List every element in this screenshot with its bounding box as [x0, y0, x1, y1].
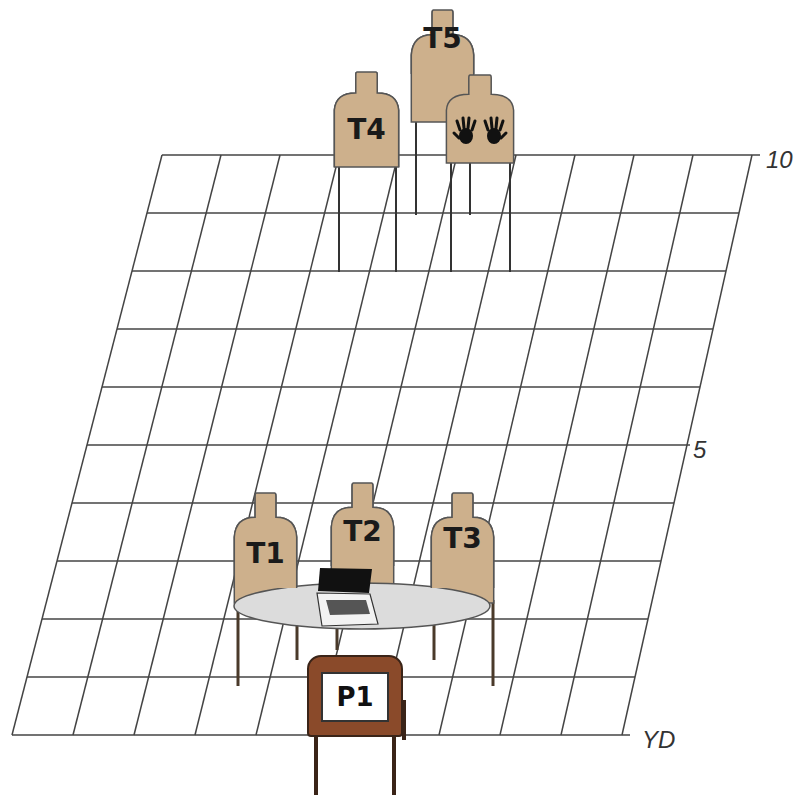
- target-box: T1: [233, 493, 298, 588]
- yard-grid: [12, 155, 760, 735]
- no-shoot-target: [446, 75, 513, 163]
- target-box: T2: [330, 483, 395, 566]
- yard-marker: YD: [642, 728, 675, 752]
- hands-symbol: [454, 118, 506, 144]
- target-label: T5: [410, 25, 475, 53]
- target-box: T4: [333, 72, 400, 167]
- target-box: T3: [430, 493, 495, 588]
- laptop-screen: [318, 568, 372, 593]
- target-label: T3: [430, 525, 495, 553]
- chair-label-box: P1: [321, 672, 389, 722]
- yard-marker: 10: [766, 148, 793, 172]
- laptop-base: [317, 593, 378, 626]
- position-label: P1: [336, 684, 373, 710]
- laptop-keyboard: [326, 600, 370, 615]
- target-box: T5: [410, 10, 475, 74]
- target-label: T1: [233, 540, 298, 568]
- target-label: T2: [330, 518, 395, 546]
- target-label: T4: [333, 116, 400, 144]
- yard-marker: 5: [693, 438, 706, 462]
- chair-back: P1: [307, 655, 403, 737]
